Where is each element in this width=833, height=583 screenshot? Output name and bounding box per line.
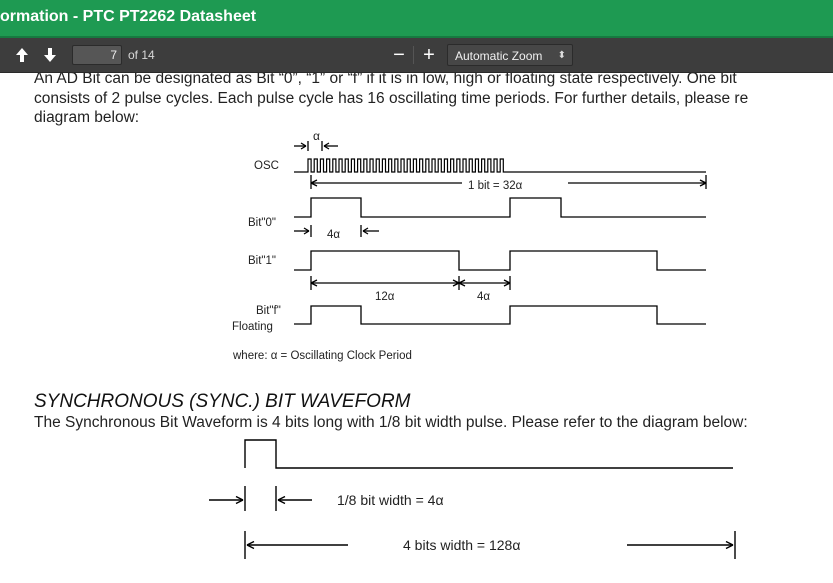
four-alpha-label-2: 4α <box>477 291 490 303</box>
zoom-select[interactable]: Automatic Zoom ⬍ <box>447 44 573 66</box>
zoom-select-value: Automatic Zoom <box>455 49 543 63</box>
toolbar-separator <box>413 46 414 64</box>
four-alpha-label: 4α <box>327 229 340 241</box>
arrow-down-icon <box>44 48 56 62</box>
paragraph-line: consists of 2 pulse cycles. Each pulse c… <box>34 90 749 107</box>
bit0-label: Bit"0" <box>248 217 276 229</box>
total-width-label: 4 bits width = 128α <box>403 537 520 553</box>
bitf-label: Bit"f" <box>256 305 281 317</box>
pulse-width-label: 1/8 bit width = 4α <box>337 492 444 508</box>
bit1-label: Bit"1" <box>248 255 276 267</box>
next-page-button[interactable] <box>40 45 60 65</box>
where-note: where: α = Oscillating Clock Period <box>232 350 412 362</box>
previous-page-button[interactable] <box>12 45 32 65</box>
zoom-in-button[interactable]: + <box>423 44 435 66</box>
osc-label: OSC <box>254 160 279 172</box>
paragraph-line: The Synchronous Bit Waveform is 4 bits l… <box>34 414 748 431</box>
page-number-input[interactable] <box>72 45 122 65</box>
alpha-label: α <box>313 129 320 143</box>
pdf-toolbar: of 14 − + Automatic Zoom ⬍ <box>0 38 833 73</box>
arrow-up-icon <box>16 48 28 62</box>
paragraph-line: diagram below: <box>34 109 140 126</box>
one-bit-label: 1 bit = 32α <box>468 180 523 192</box>
page-count: of 14 <box>128 48 155 62</box>
title-bar: ormation - PTC PT2262 Datasheet <box>0 0 833 38</box>
ad-bit-waveform-diagram: α OSC 1 bit = 32α Bit"0" 4α Bit"1" 12α 4… <box>232 129 707 362</box>
section-heading: SYNCHRONOUS (SYNC.) BIT WAVEFORM <box>34 391 411 412</box>
window-title: ormation - PTC PT2262 Datasheet <box>0 8 257 25</box>
chevron-updown-icon: ⬍ <box>557 50 566 61</box>
floating-label: Floating <box>232 321 273 333</box>
paragraph-line: An AD Bit can be designated as Bit “0”, … <box>34 73 737 87</box>
zoom-out-button[interactable]: − <box>393 44 405 66</box>
document-page: An AD Bit can be designated as Bit “0”, … <box>0 73 833 583</box>
twelve-alpha-label: 12α <box>375 291 395 303</box>
sync-bit-waveform-diagram: 1/8 bit width = 4α 4 bits width = 128α <box>209 439 736 559</box>
